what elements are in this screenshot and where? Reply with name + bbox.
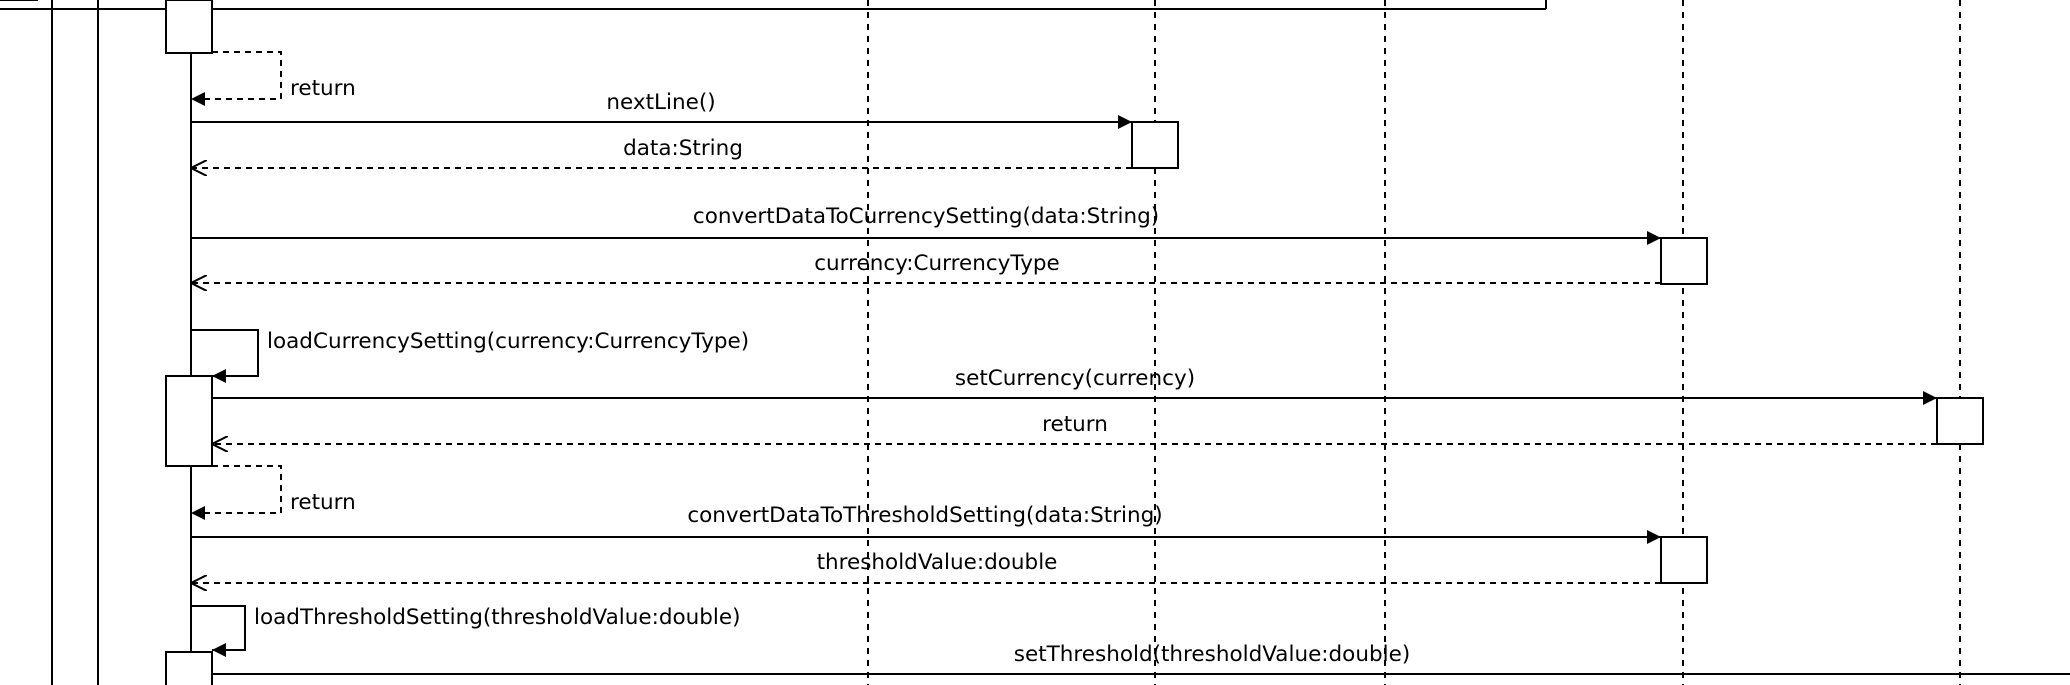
- message-labels: return nextLine() data:String convertDat…: [254, 76, 1410, 667]
- message-label: return: [290, 490, 356, 515]
- activation-bar: [165, 0, 213, 54]
- message-arrows: [191, 51, 2070, 675]
- activation-bar: [1660, 536, 1708, 584]
- activation-bar: [1131, 121, 1179, 169]
- message-label: thresholdValue:double: [817, 550, 1058, 575]
- message-label: nextLine(): [606, 90, 715, 115]
- message-label: return: [1042, 412, 1108, 437]
- activation-bar: [165, 651, 213, 685]
- self-call-arrow: [191, 329, 259, 383]
- message-label: loadCurrencySetting(currency:CurrencyTyp…: [267, 329, 749, 354]
- message-label: convertDataToCurrencySetting(data:String…: [693, 204, 1159, 229]
- activation-bar: [165, 375, 213, 467]
- message-label: currency:CurrencyType: [814, 251, 1060, 276]
- self-call-arrow: [191, 605, 246, 657]
- message-label: return: [290, 76, 356, 101]
- message-label: setThreshold(thresholdValue:double): [1014, 642, 1410, 667]
- message-label: loadThresholdSetting(thresholdValue:doub…: [254, 605, 740, 630]
- activation-bar: [1660, 237, 1708, 285]
- message-label: convertDataToThresholdSetting(data:Strin…: [687, 503, 1162, 528]
- message-label: setCurrency(currency): [955, 366, 1195, 391]
- self-return-arrow: [191, 51, 282, 106]
- self-return-arrow: [191, 465, 282, 520]
- activation-bar: [1936, 397, 1984, 445]
- activation-bars: [165, 0, 1984, 685]
- top-fragment-frame: [0, 0, 1547, 10]
- message-label: data:String: [623, 136, 743, 161]
